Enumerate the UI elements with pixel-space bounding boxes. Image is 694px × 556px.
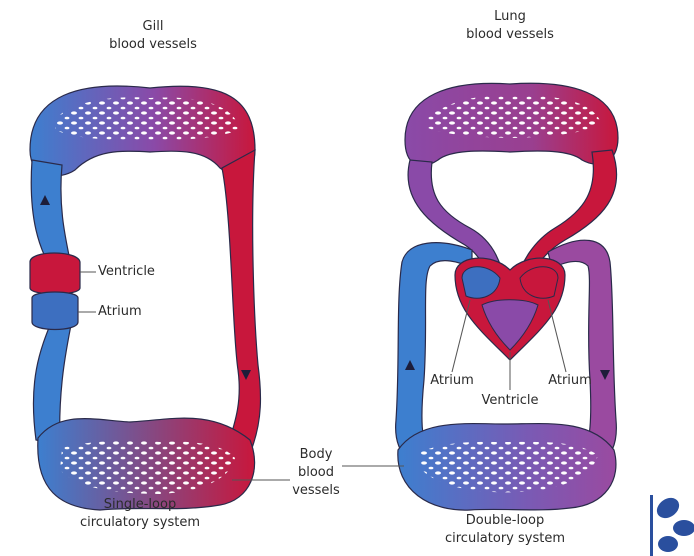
single-ventricle-label: Ventricle bbox=[98, 263, 155, 281]
double-caption-line2: circulatory system bbox=[435, 530, 575, 548]
single-ventricle bbox=[30, 253, 80, 294]
double-ventricle bbox=[482, 300, 538, 350]
gill-label-line2: blood vessels bbox=[88, 36, 218, 54]
single-loop-system bbox=[30, 86, 260, 510]
leaf-logo-icon bbox=[650, 494, 694, 556]
body-label-line2: blood bbox=[286, 464, 346, 482]
single-atrium bbox=[32, 292, 78, 330]
double-loop-system bbox=[396, 83, 618, 510]
single-caption-line1: Single-loop bbox=[80, 496, 200, 514]
lung-label-line1: Lung bbox=[465, 8, 555, 26]
double-atrium-left-label: Atrium bbox=[420, 372, 484, 390]
single-caption-line2: circulatory system bbox=[70, 514, 210, 532]
body-label-line3: vessels bbox=[280, 482, 352, 500]
double-atrium-right-label: Atrium bbox=[538, 372, 602, 390]
gill-label-line1: Gill bbox=[108, 18, 198, 36]
single-right-vessel bbox=[222, 150, 260, 448]
lung-label-line2: blood vessels bbox=[445, 26, 575, 44]
body-label-line1: Body bbox=[286, 446, 346, 464]
double-caption-line1: Double-loop bbox=[445, 512, 565, 530]
double-ventricle-label: Ventricle bbox=[470, 392, 550, 410]
single-atrium-label: Atrium bbox=[98, 303, 142, 321]
